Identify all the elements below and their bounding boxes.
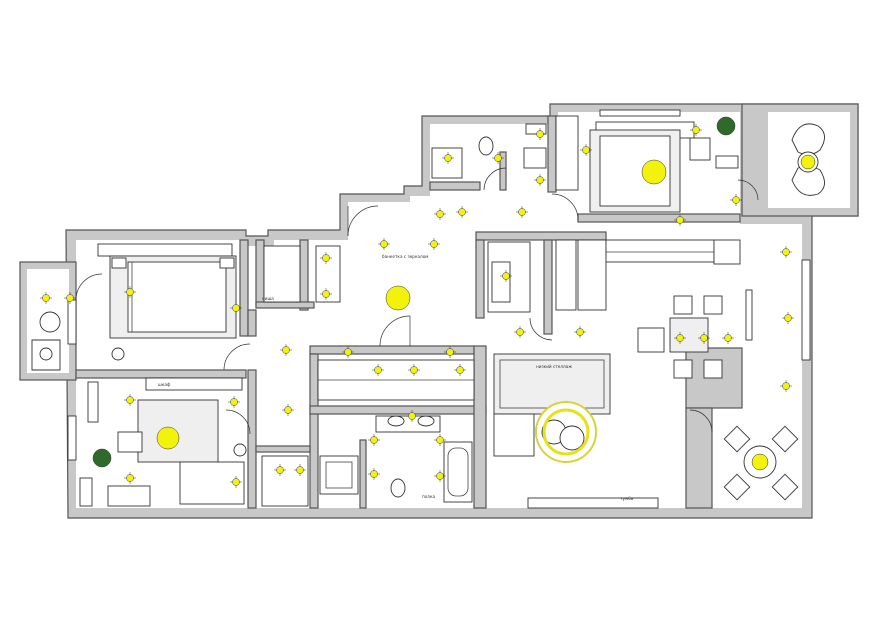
- plants: [92, 116, 736, 468]
- downlight-icon: [228, 396, 240, 408]
- downlight-icon: [454, 364, 466, 376]
- downlight-icon: [40, 292, 52, 304]
- pendant-light-balcony: [800, 154, 816, 170]
- low-cabinet-label: низкий стеллаж: [536, 364, 572, 369]
- downlight-icon: [368, 434, 380, 446]
- downlight-icon: [124, 286, 136, 298]
- downlight-icon: [514, 326, 526, 338]
- pendant-fixtures: [156, 154, 816, 471]
- downlight-icon: [280, 344, 292, 356]
- downlight-icon: [368, 468, 380, 480]
- sofa: [493, 353, 611, 415]
- downlight-icon: [492, 152, 504, 164]
- bedroom-rug: [137, 399, 219, 463]
- downlight-icon: [282, 404, 294, 416]
- plant-icon: [716, 116, 736, 136]
- downlight-icon: [406, 410, 418, 422]
- light-fixtures: [40, 124, 794, 488]
- downlight-icon: [342, 346, 354, 358]
- downlight-icon: [456, 206, 468, 218]
- downlight-icon: [674, 214, 686, 226]
- round-table: [111, 347, 125, 361]
- guest-wc: [431, 123, 547, 179]
- wardrobe-label: шкаф: [158, 382, 171, 387]
- downlight-icon: [534, 128, 546, 140]
- downlight-icon: [320, 252, 332, 264]
- downlight-icon: [434, 434, 446, 446]
- kitchen-living: [487, 239, 741, 509]
- downlight-icon: [124, 394, 136, 406]
- master-bedroom: [97, 243, 237, 361]
- downlight-icon: [534, 174, 546, 186]
- loggia-dining: [723, 425, 799, 501]
- downlight-icon: [428, 238, 440, 250]
- downlight-icon: [690, 124, 702, 136]
- downlight-icon: [378, 238, 390, 250]
- downlight-icon: [124, 472, 136, 484]
- corridor-wardrobes: [261, 245, 475, 507]
- downlight-icon: [730, 194, 742, 206]
- downlight-icon: [780, 246, 792, 258]
- downlight-icon: [698, 332, 710, 344]
- pendant-light-living: [542, 408, 590, 456]
- downlight-icon: [320, 288, 332, 300]
- downlight-icon: [230, 476, 242, 488]
- downlight-icon: [442, 152, 454, 164]
- shelf-label: полка: [422, 494, 436, 499]
- downlight-icon: [274, 464, 286, 476]
- door-swings: [75, 167, 759, 435]
- downlight-icon: [444, 346, 456, 358]
- pendant-light-top-bedroom: [641, 159, 667, 185]
- dining-table: [669, 317, 709, 353]
- downlight-icon: [64, 292, 76, 304]
- downlight-icon: [294, 464, 306, 476]
- downlight-icon: [580, 144, 592, 156]
- downlight-icon: [434, 470, 446, 482]
- pendant-light-hall: [385, 285, 411, 311]
- tv-stand-label: тумба: [620, 496, 634, 501]
- downlight-icon: [722, 332, 734, 344]
- bathroom: [319, 415, 473, 503]
- downlight-icon: [574, 326, 586, 338]
- downlight-icon: [782, 312, 794, 324]
- pendant-light-bedroom: [156, 426, 180, 450]
- plant-icon: [92, 448, 112, 468]
- toilet: [390, 478, 406, 498]
- downlight-icon: [674, 332, 686, 344]
- desk: [107, 485, 151, 507]
- downlight-icon: [434, 208, 446, 220]
- armchair: [117, 431, 143, 453]
- downlight-icon: [230, 302, 242, 314]
- left-balcony-fixtures: [31, 311, 61, 371]
- hall-niche-label: ниша: [262, 296, 274, 301]
- downlight-icon: [516, 206, 528, 218]
- downlight-icon: [408, 364, 420, 376]
- pendant-light-loggia: [751, 453, 769, 471]
- interior-walls: [75, 115, 743, 509]
- downlight-icon: [372, 364, 384, 376]
- mirror-bench-label: банкетка с зеркалом: [382, 254, 428, 259]
- downlight-icon: [500, 270, 512, 282]
- downlight-icon: [780, 380, 792, 392]
